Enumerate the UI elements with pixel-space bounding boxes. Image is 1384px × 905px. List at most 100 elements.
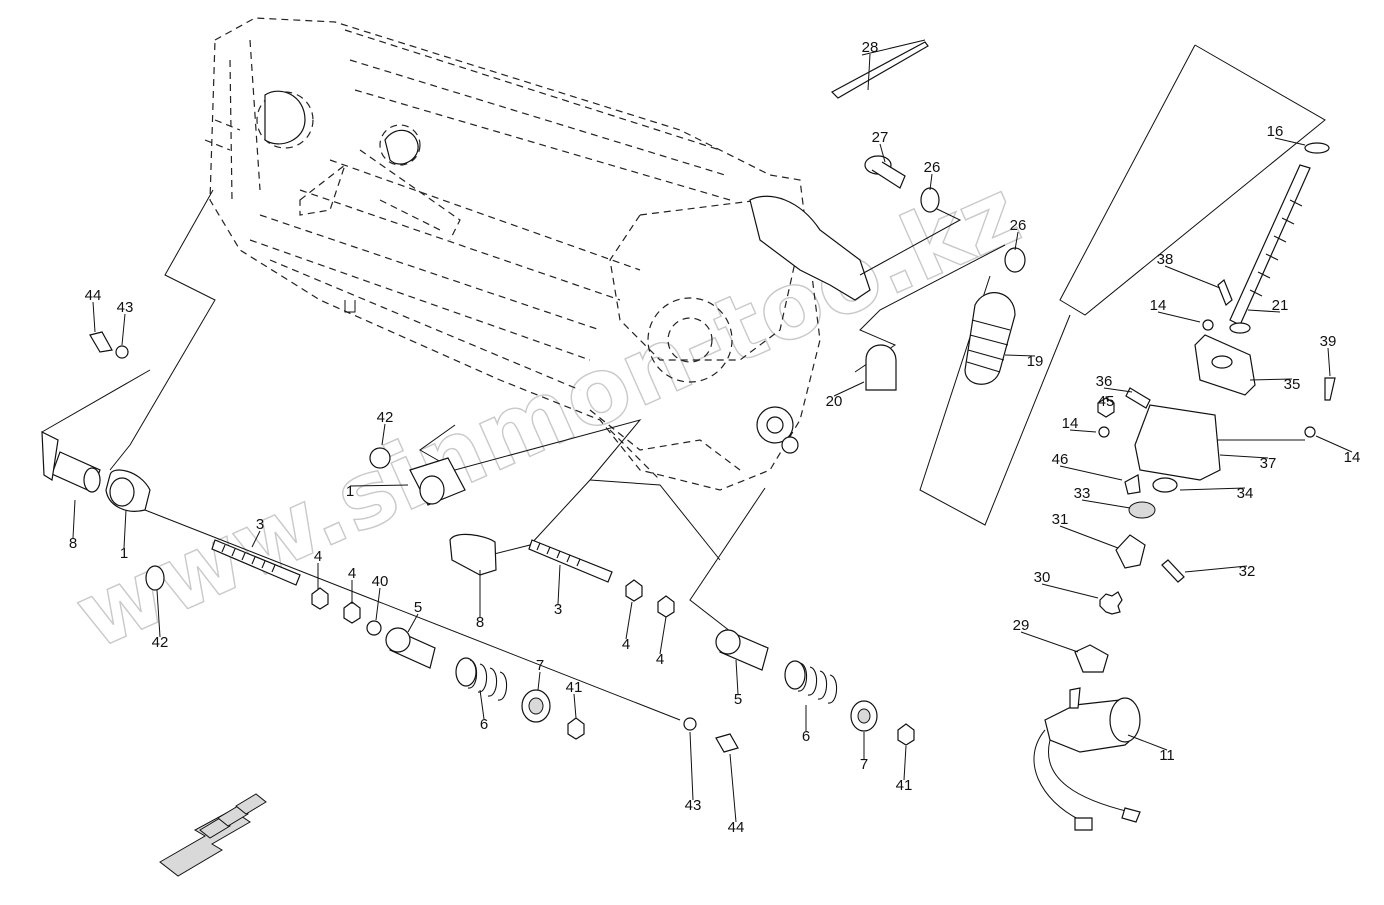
- callout-32: 32: [1184, 563, 1256, 580]
- callout-44: 44: [728, 753, 744, 836]
- callout-number: 8: [69, 535, 77, 552]
- callout-number: 26: [924, 159, 941, 176]
- callout-number: 38: [1157, 251, 1174, 268]
- callout-number: 43: [685, 797, 702, 814]
- part-4-nut-b: [343, 601, 361, 624]
- callout-number: 4: [348, 565, 356, 582]
- callout-number: 3: [256, 516, 264, 533]
- part-7-cap-right: [850, 700, 878, 732]
- callout-leader: [929, 173, 933, 191]
- callout-number: 4: [622, 636, 630, 653]
- callout-number: 14: [1062, 415, 1079, 432]
- callout-number: 1: [120, 545, 128, 562]
- callout-number: 6: [802, 728, 810, 745]
- callout-39: 39: [1320, 333, 1336, 377]
- part-4-nut-a: [311, 587, 329, 610]
- part-30-gear: [1099, 591, 1123, 615]
- callout-number: 5: [734, 691, 742, 708]
- callout-leader: [1157, 311, 1201, 323]
- part-5-sleeve-left: [385, 627, 436, 669]
- callout-43: 43: [685, 731, 702, 814]
- callout-14: 14: [1062, 415, 1097, 433]
- part-31-knob: [1115, 534, 1146, 569]
- callout-number: 37: [1260, 455, 1277, 472]
- part-41-nut-right: [897, 723, 915, 746]
- callout-number: 32: [1239, 563, 1256, 580]
- callout-38: 38: [1157, 251, 1221, 289]
- callout-7: 7: [860, 732, 868, 773]
- callout-27: 27: [872, 129, 889, 163]
- callout-42: 42: [377, 409, 393, 446]
- callout-leader: [407, 613, 419, 633]
- callout-46: 46: [1052, 451, 1123, 481]
- callout-leader: [1081, 499, 1131, 509]
- watermark: www.sinmon-too.kz: [60, 157, 1036, 670]
- callout-number: 30: [1034, 569, 1051, 586]
- callout-number: 11: [1159, 747, 1175, 764]
- callout-4: 4: [314, 548, 322, 590]
- callout-number: 29: [1013, 617, 1030, 634]
- callout-number: 4: [656, 651, 664, 668]
- callout-20: 20: [826, 381, 865, 410]
- callout-14: 14: [1315, 435, 1360, 466]
- callout-leader: [689, 731, 694, 801]
- part-34-ring: [1152, 477, 1178, 493]
- part-41-nut-left: [567, 717, 585, 740]
- part-5-sleeve-right: [715, 629, 769, 671]
- callout-28: 28: [862, 39, 878, 91]
- callout-40: 40: [372, 573, 388, 621]
- callout-6: 6: [479, 689, 488, 733]
- callout-number: 7: [860, 756, 868, 773]
- callout-leader: [1164, 265, 1221, 289]
- callout-leader: [1274, 137, 1306, 146]
- parts: [41, 41, 1336, 831]
- callout-number: 27: [872, 129, 889, 146]
- callout-26: 26: [1010, 217, 1026, 251]
- callout-leader: [1179, 487, 1246, 491]
- callout-leader: [557, 564, 561, 605]
- part-3-rod-center: [528, 539, 613, 583]
- callout-leader: [537, 671, 541, 691]
- gearbox-housing: [204, 17, 871, 491]
- callout-44: 44: [85, 287, 101, 333]
- callout-number: 6: [480, 716, 488, 733]
- part-46-bolt: [1124, 474, 1141, 495]
- callout-42: 42: [152, 589, 168, 651]
- callout-leader: [1315, 435, 1353, 453]
- callout-34: 34: [1179, 485, 1254, 502]
- part-6-spring-right: [784, 660, 838, 704]
- part-38-screw: [1217, 279, 1233, 306]
- callout-3: 3: [251, 516, 264, 548]
- callout-leader: [867, 53, 871, 91]
- callout-4: 4: [348, 565, 356, 604]
- callout-leader: [375, 587, 381, 621]
- part-37-bracket: [1134, 404, 1221, 481]
- part-42-ring-left: [145, 565, 165, 591]
- direction-arrow-icon: [159, 793, 267, 877]
- part-39-bolt: [1324, 377, 1336, 401]
- callout-number: 31: [1052, 511, 1069, 528]
- callout-leader: [1014, 231, 1019, 251]
- part-44-bolt-top: [89, 331, 113, 353]
- callout-leader: [479, 689, 485, 720]
- callout-3: 3: [554, 564, 562, 618]
- callout-number: 7: [536, 657, 544, 674]
- part-42-ring-center: [369, 447, 391, 469]
- part-11-motor: [1033, 687, 1141, 831]
- callout-1: 1: [346, 483, 409, 500]
- callout-leader: [121, 313, 126, 346]
- callout-number: 34: [1237, 485, 1254, 502]
- callout-leader: [1059, 525, 1119, 549]
- callout-37: 37: [1219, 454, 1277, 472]
- callout-33: 33: [1074, 485, 1131, 509]
- callout-number: 45: [1098, 393, 1115, 410]
- part-6-spring-left: [455, 657, 508, 701]
- callout-number: 46: [1052, 451, 1069, 468]
- callout-5: 5: [734, 659, 742, 708]
- callout-leader: [1004, 354, 1036, 357]
- part-1-bushing-center: [409, 457, 466, 506]
- callout-leader: [349, 484, 409, 487]
- callout-1: 1: [120, 509, 128, 562]
- part-8-block-center: [449, 533, 497, 576]
- callout-8: 8: [476, 570, 484, 631]
